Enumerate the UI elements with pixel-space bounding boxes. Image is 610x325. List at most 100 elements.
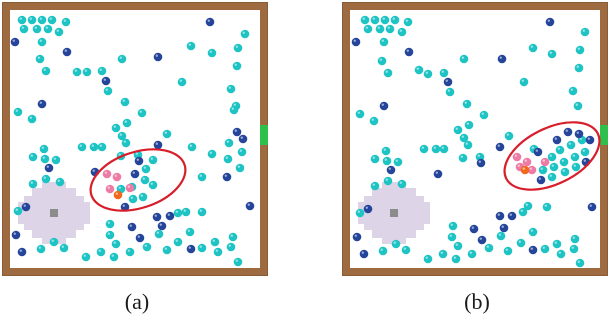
teal-agent-shine [157, 232, 159, 234]
teal-agent [82, 253, 91, 262]
teal-agent-shine [555, 242, 557, 244]
blue-agent-body [546, 18, 555, 27]
teal-agent-shine [519, 241, 521, 243]
blue-agent [246, 202, 255, 211]
blue-agent-body [537, 176, 546, 185]
teal-agent-shine [545, 205, 547, 207]
blue-agent-body [405, 48, 414, 57]
blue-agent [136, 234, 145, 243]
teal-agent-body [384, 69, 393, 78]
teal-agent [149, 181, 158, 190]
teal-agent-shine [236, 46, 238, 48]
teal-agent-body [556, 146, 565, 155]
teal-agent-body [141, 176, 150, 185]
teal-agent [234, 258, 243, 267]
teal-agent [142, 165, 151, 174]
teal-agent [463, 100, 472, 109]
blue-agent-shine [590, 205, 592, 207]
blue-agent-body [496, 143, 505, 152]
teal-agent [198, 173, 207, 182]
teal-agent-body [517, 239, 526, 248]
teal-agent-body [392, 240, 401, 249]
teal-agent-shine [442, 147, 444, 149]
teal-agent [106, 231, 115, 240]
teal-agent-shine [448, 90, 450, 92]
teal-agent-shine [552, 165, 554, 167]
teal-agent [73, 68, 82, 77]
orange-agent-body [114, 191, 123, 200]
teal-agent-body [198, 173, 207, 182]
teal-agent-body [529, 44, 538, 53]
teal-agent-shine [456, 128, 458, 130]
teal-agent-body [454, 126, 463, 135]
teal-agent-shine [120, 57, 122, 59]
pink-agent-shine [518, 165, 520, 167]
blue-agent [575, 130, 584, 139]
blue-agent-shine [24, 205, 26, 207]
teal-agent-body [238, 148, 247, 157]
teal-agent-body [361, 16, 370, 25]
teal-agent [415, 66, 424, 75]
teal-agent-body [424, 70, 433, 79]
blue-agent-shine [407, 50, 409, 52]
teal-agent-shine [125, 121, 127, 123]
teal-agent [356, 209, 365, 218]
blue-agent [11, 38, 20, 47]
blue-agent-shine [479, 161, 481, 163]
teal-agent [41, 155, 50, 164]
teal-agent [198, 208, 207, 217]
teal-agent-shine [572, 247, 574, 249]
blue-agent [496, 212, 505, 221]
teal-agent-shine [136, 153, 138, 155]
teal-agent-shine [383, 18, 385, 20]
teal-agent-body [485, 244, 494, 253]
teal-agent-body [20, 25, 29, 34]
blue-agent-body [158, 222, 167, 231]
teal-agent-body [118, 55, 127, 64]
panel-b [342, 2, 608, 276]
teal-agent [234, 44, 243, 53]
teal-agent-body [98, 67, 107, 76]
teal-agent-shine [396, 160, 398, 162]
blue-agent-shine [584, 160, 586, 162]
teal-agent-shine [124, 141, 126, 143]
pink-agent [523, 158, 532, 167]
teal-agent [98, 67, 107, 76]
teal-agent [236, 164, 245, 173]
teal-agent-body [449, 222, 458, 231]
teal-agent-shine [426, 72, 428, 74]
blue-agent-body [223, 173, 232, 182]
teal-agent [90, 143, 99, 152]
teal-agent [497, 232, 506, 241]
teal-agent [576, 46, 585, 55]
teal-agent [440, 145, 449, 154]
teal-agent-body [571, 235, 580, 244]
teal-agent-body [112, 240, 121, 249]
blue-agent-body [12, 231, 21, 240]
teal-agent [37, 245, 46, 254]
teal-agent [380, 38, 389, 47]
teal-agent [452, 255, 461, 264]
teal-agent-shine [550, 155, 552, 157]
teal-agent [126, 248, 135, 257]
teal-agent-body [186, 228, 195, 237]
teal-agent-body [36, 55, 45, 64]
teal-agent [97, 248, 106, 257]
teal-agent-body [497, 232, 506, 241]
teal-agent [576, 259, 585, 268]
teal-agent-shine [80, 145, 82, 147]
teal-agent [224, 155, 233, 164]
blue-agent-body [131, 170, 140, 179]
pink-agent-body [541, 158, 550, 167]
blue-agent-body [206, 18, 215, 27]
teal-agent [122, 139, 131, 148]
blue-agent-shine [189, 247, 191, 249]
teal-agent [459, 154, 468, 163]
blue-agent [564, 128, 573, 137]
teal-agent-shine [574, 165, 576, 167]
teal-agent [504, 247, 513, 256]
teal-agent-body [440, 69, 449, 78]
pink-agent [113, 173, 122, 182]
teal-agent-shine [235, 64, 237, 66]
teal-agent-shine [531, 46, 533, 48]
